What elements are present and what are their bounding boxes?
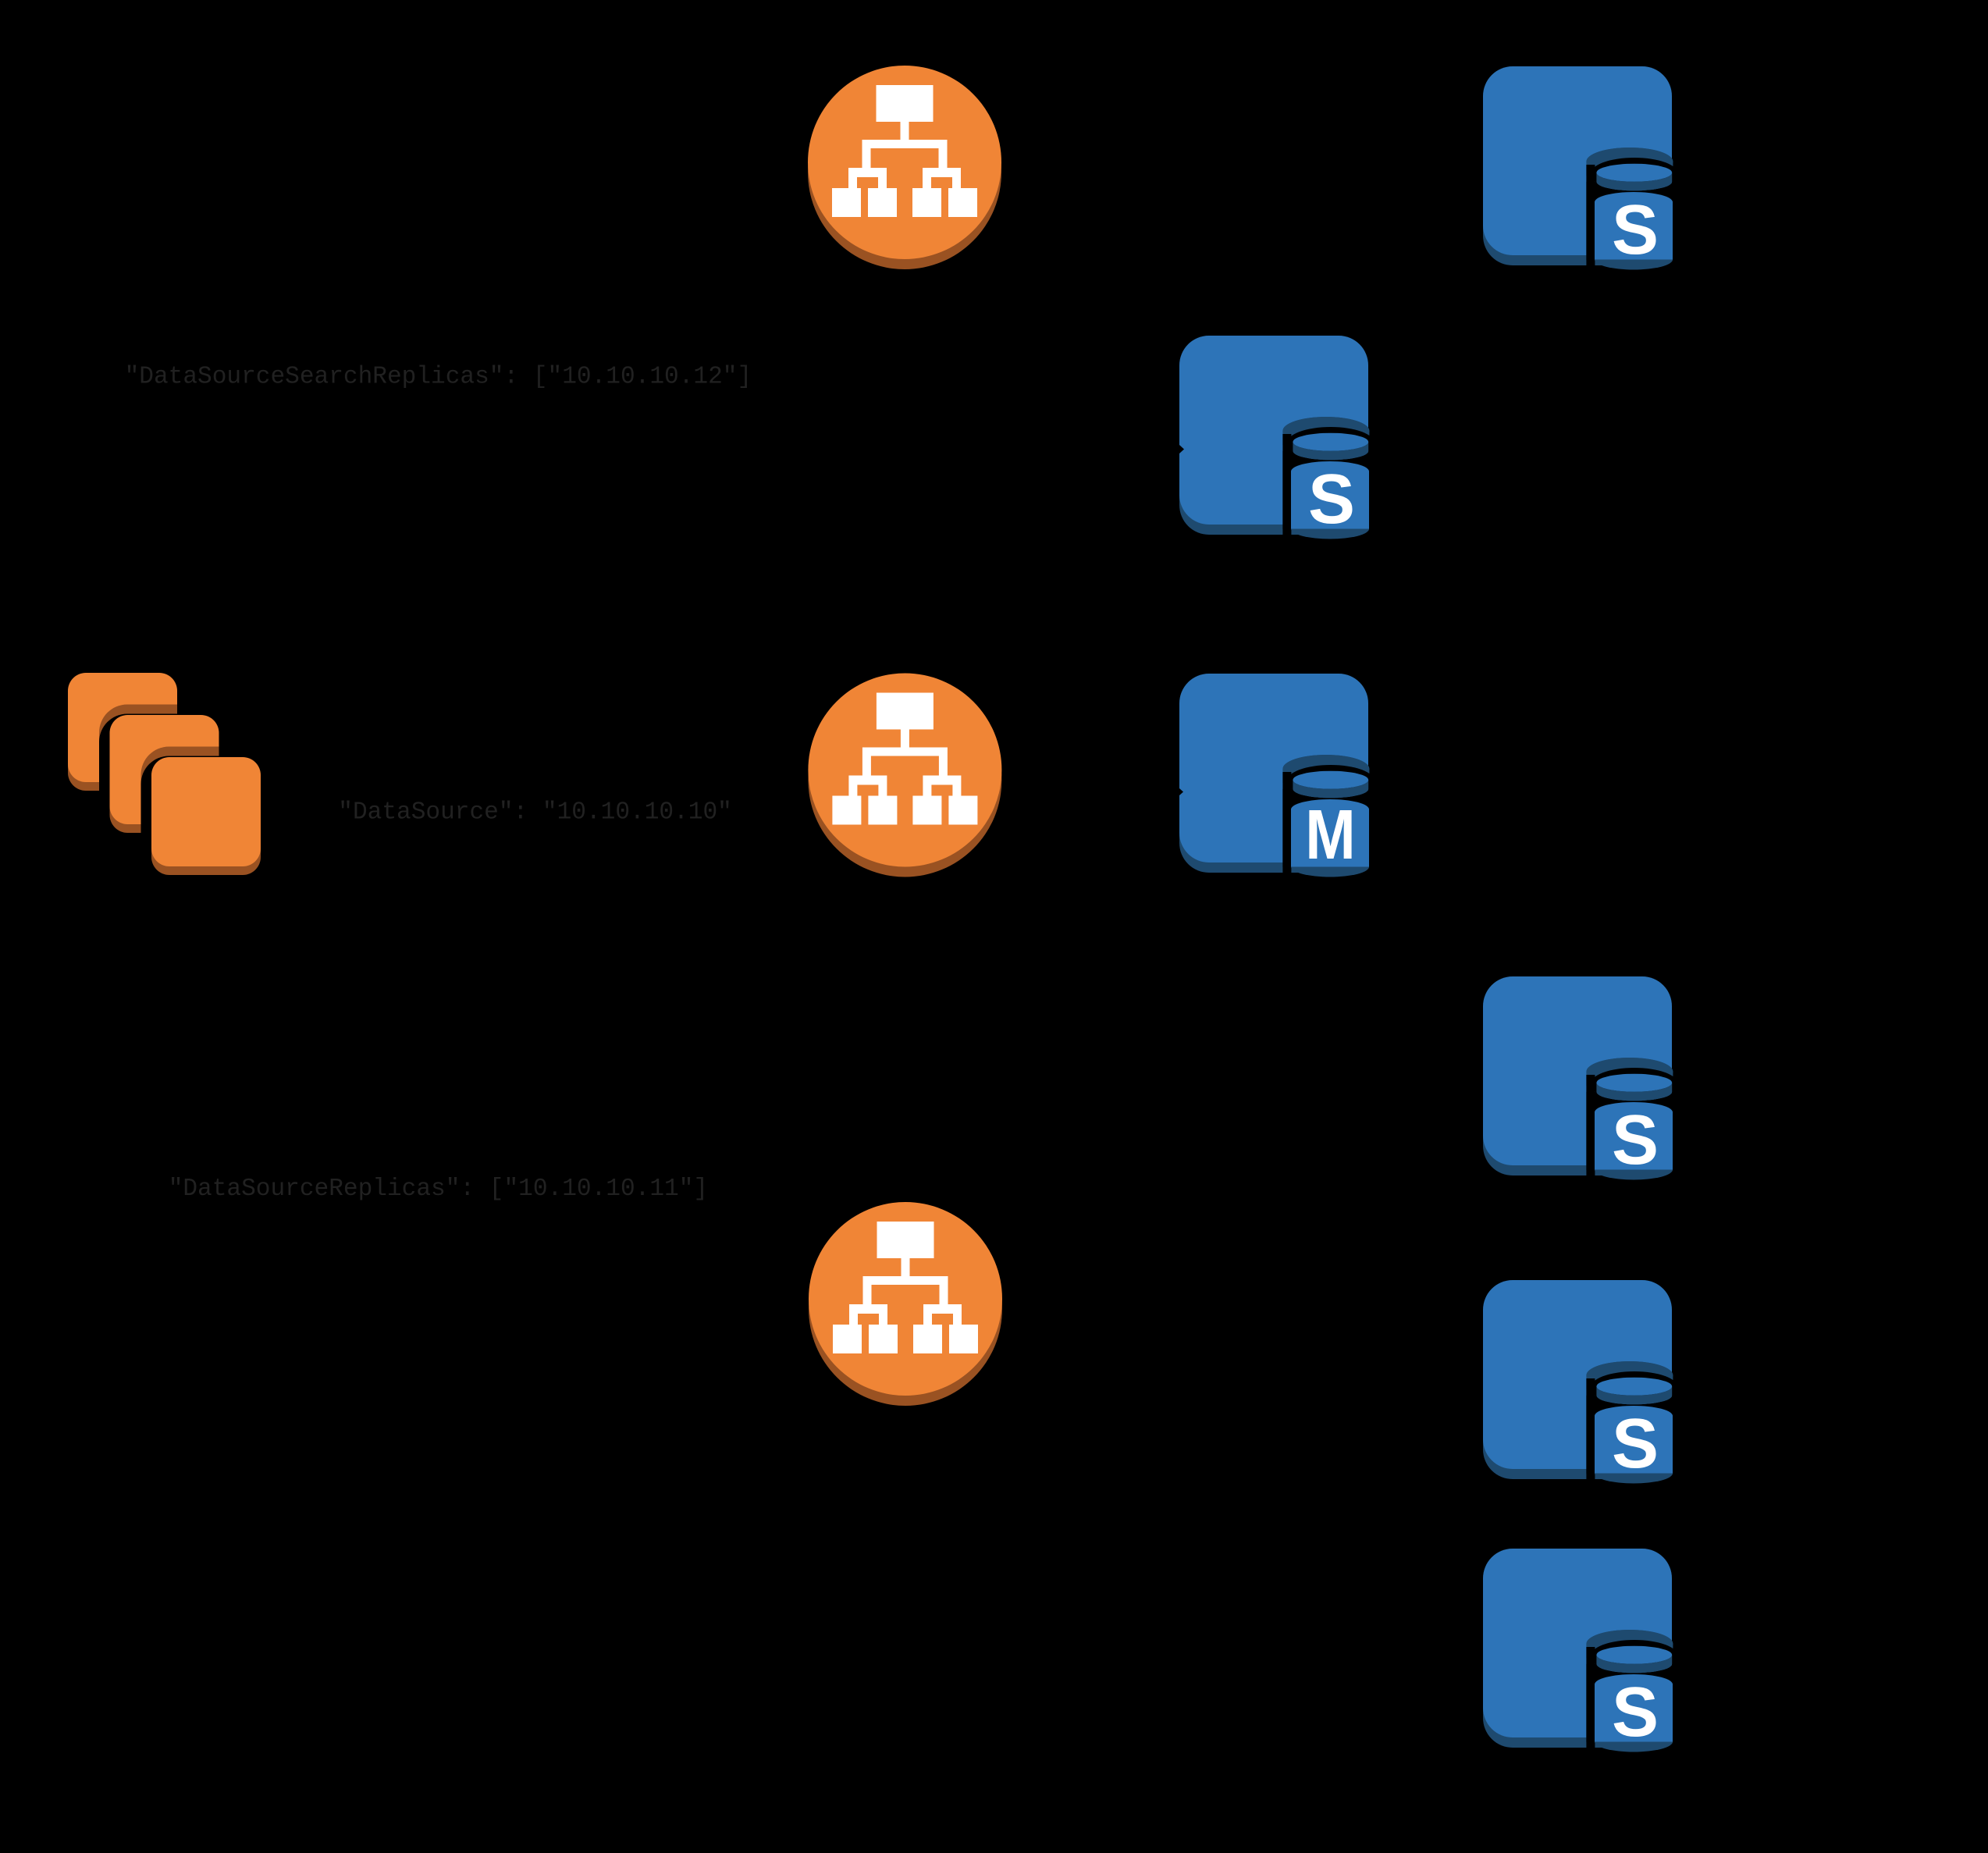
svg-text:"DataSourceReplicas": ["10.10.: "DataSourceReplicas": ["10.10.10.11"] bbox=[169, 1175, 708, 1203]
svg-text:"DataSourceSearchReplicas": [": "DataSourceSearchReplicas": ["10.10.10.1… bbox=[125, 364, 752, 391]
svg-text:"DataSource": "10.10.10.10": "DataSource": "10.10.10.10" bbox=[338, 799, 732, 827]
